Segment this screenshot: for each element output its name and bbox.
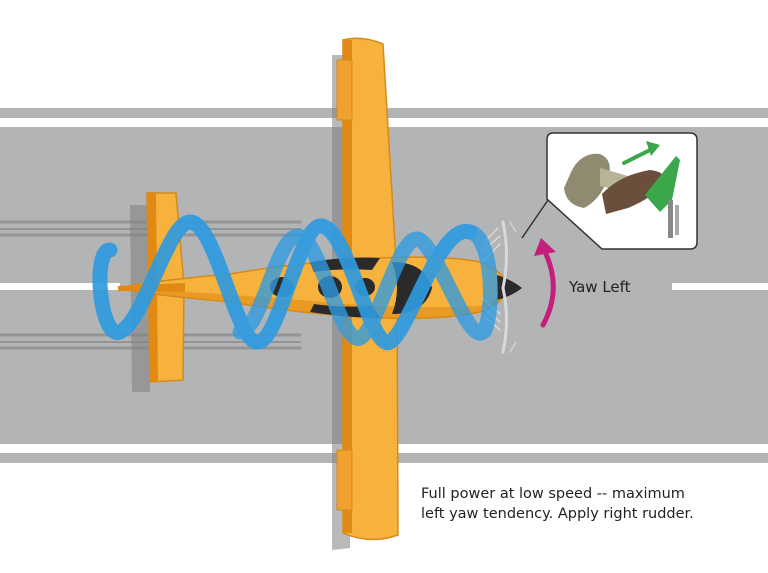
centerline-dash	[672, 283, 768, 290]
pedal-arm	[668, 200, 673, 238]
right-foot	[602, 170, 665, 214]
caption: Full power at low speed -- maximum left …	[421, 484, 751, 524]
yaw-left-label: Yaw Left	[569, 278, 631, 296]
caption-line: left yaw tendency. Apply right rudder.	[421, 506, 694, 522]
curved-arrow-up-icon	[540, 251, 556, 328]
aileron-bottom	[336, 449, 353, 511]
inset-pointer	[521, 199, 549, 239]
rudder-pedal-inset	[546, 132, 698, 250]
aileron-top	[336, 59, 353, 121]
arrow-up-right-icon	[622, 141, 660, 165]
spiral-slipstream	[92, 214, 498, 350]
foot-pressing-right-rudder-pedal-icon	[564, 141, 680, 238]
centerline-dash	[0, 283, 120, 290]
caption-line: Full power at low speed -- maximum	[421, 486, 685, 502]
yaw-arrow	[534, 238, 556, 328]
left-foot	[564, 153, 610, 208]
pedal	[645, 156, 680, 212]
